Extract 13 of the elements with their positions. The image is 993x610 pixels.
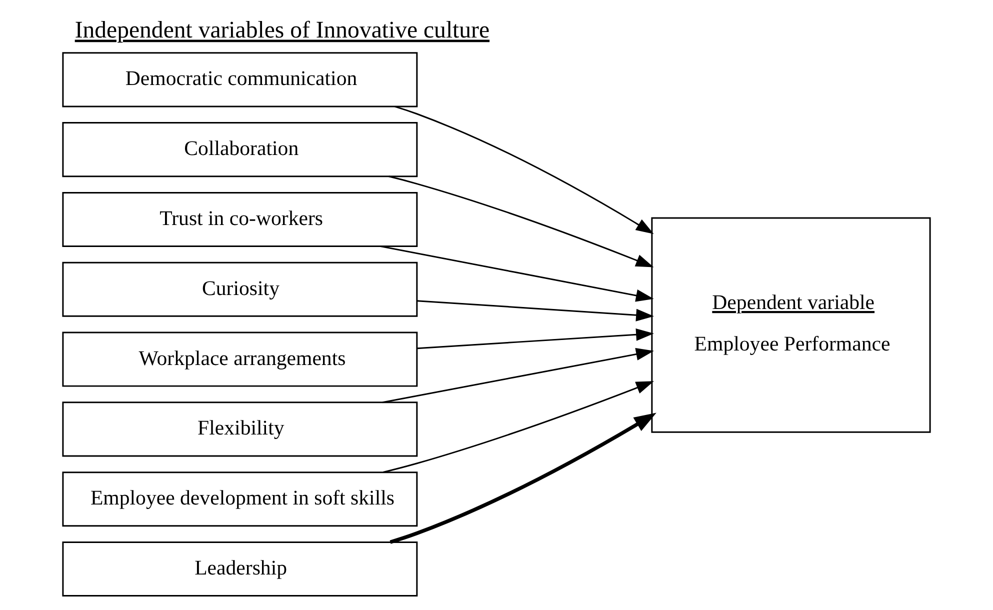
arrow	[380, 246, 654, 302]
node-box: Curiosity	[62, 262, 418, 317]
node-box: Workplace arrangements	[62, 332, 418, 387]
arrow	[417, 328, 654, 350]
node-box: Dependent variable Employee Performance	[651, 217, 931, 433]
node-box: Flexibility	[62, 402, 418, 457]
diagram-title: Independent variables of Innovative culture	[74, 18, 490, 44]
node-box: Democratic communication	[62, 52, 418, 108]
node-box: Leadership	[62, 541, 418, 597]
node-box: Trust in co-workers	[62, 192, 418, 247]
node-box: Employee development in soft skills	[62, 472, 418, 527]
node-box: Collaboration	[62, 122, 418, 178]
arrow	[417, 300, 654, 322]
